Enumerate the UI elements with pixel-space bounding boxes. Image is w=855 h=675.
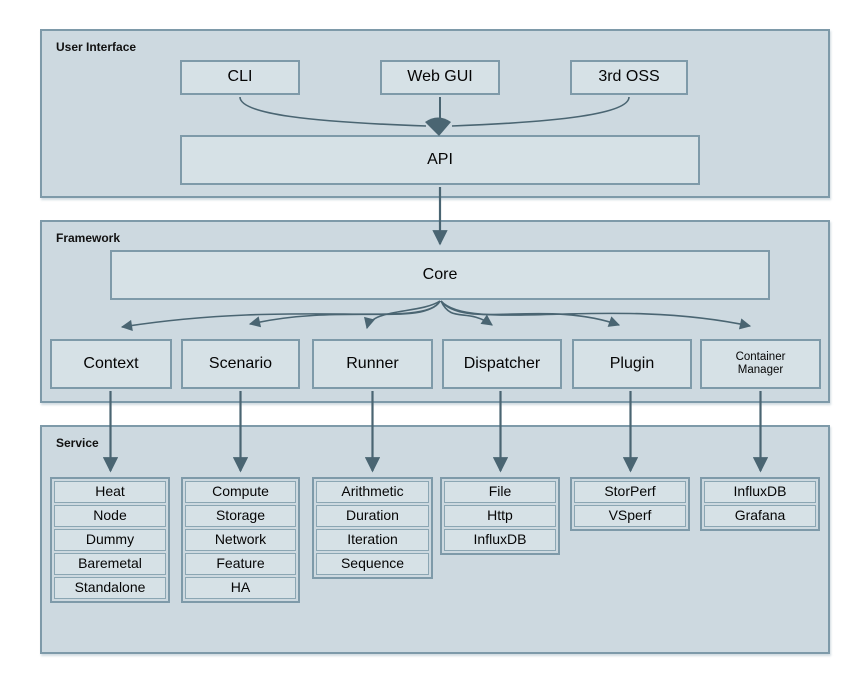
dispatcher-label: Dispatcher (463, 354, 541, 372)
service-cell: Baremetal (54, 553, 166, 575)
service-cell: Heat (54, 481, 166, 503)
service-cell: Standalone (54, 577, 166, 599)
service-cell: Grafana (704, 505, 816, 527)
runner-services-column: Arithmetic Duration Iteration Sequence (312, 477, 433, 579)
service-cell: Compute (185, 481, 296, 503)
context-services-column: Heat Node Dummy Baremetal Standalone (50, 477, 170, 603)
container-manager-box: Container Manager (700, 339, 821, 389)
plugin-box: Plugin (572, 339, 692, 389)
service-cell: VSperf (574, 505, 686, 527)
core-label: Core (422, 265, 458, 283)
service-cell: InfluxDB (704, 481, 816, 503)
dispatcher-services-column: File Http InfluxDB (440, 477, 560, 555)
service-cell: Sequence (316, 553, 429, 575)
api-label: API (427, 150, 453, 168)
service-cell: HA (185, 577, 296, 599)
plugin-services-column: StorPerf VSperf (570, 477, 690, 531)
web-gui-label: Web GUI (407, 68, 473, 86)
plugin-label: Plugin (609, 354, 655, 372)
service-cell: Network (185, 529, 296, 551)
panel-framework-label: Framework (56, 231, 121, 245)
service-cell: StorPerf (574, 481, 686, 503)
scenario-label: Scenario (208, 354, 273, 372)
core-box: Core (110, 250, 770, 300)
service-cell: File (444, 481, 556, 503)
context-label: Context (83, 354, 139, 372)
service-cell: Http (444, 505, 556, 527)
context-box: Context (50, 339, 172, 389)
panel-user-interface-label: User Interface (56, 40, 137, 54)
container-manager-label-line1: Container (735, 350, 786, 363)
service-cell: Feature (185, 553, 296, 575)
runner-box: Runner (312, 339, 433, 389)
third-oss-box: 3rd OSS (570, 60, 688, 95)
third-oss-label: 3rd OSS (598, 68, 660, 86)
scenario-box: Scenario (181, 339, 300, 389)
container-manager-services-column: InfluxDB Grafana (700, 477, 820, 531)
cli-box: CLI (180, 60, 300, 95)
panel-service-label: Service (56, 436, 99, 450)
panel-service: Service (40, 425, 830, 654)
service-cell: Arithmetic (316, 481, 429, 503)
api-box: API (180, 135, 700, 185)
service-cell: Storage (185, 505, 296, 527)
service-cell: Dummy (54, 529, 166, 551)
container-manager-label-line2: Manager (737, 364, 784, 376)
service-cell: Iteration (316, 529, 429, 551)
service-cell: Node (54, 505, 166, 527)
service-cell: Duration (316, 505, 429, 527)
runner-label: Runner (346, 354, 399, 372)
scenario-services-column: Compute Storage Network Feature HA (181, 477, 300, 603)
service-cell: InfluxDB (444, 529, 556, 551)
dispatcher-box: Dispatcher (442, 339, 562, 389)
cli-label: CLI (227, 68, 253, 86)
web-gui-box: Web GUI (380, 60, 500, 95)
